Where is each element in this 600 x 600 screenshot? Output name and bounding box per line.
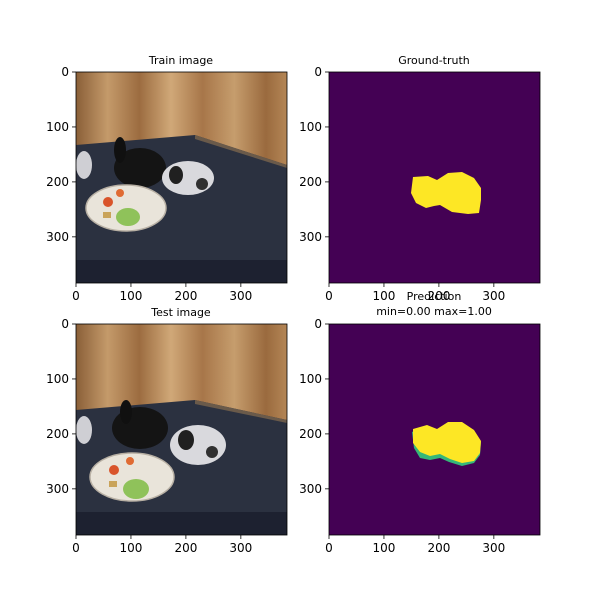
x-tick-label: 300 [482,289,505,303]
y-tick-label: 100 [46,120,69,134]
x-tick-label: 0 [325,541,333,555]
x-tick-label: 200 [174,289,197,303]
x-tick-label: 0 [72,289,80,303]
x-tick-label: 300 [229,541,252,555]
white-rabbit-left [76,151,92,179]
y-tick-label: 200 [299,427,322,441]
y-tick-label: 0 [314,65,322,79]
axes-frame [328,71,541,284]
y-tick-label: 300 [46,230,69,244]
panel-subtitle: min=0.00 max=1.00 [376,305,492,318]
spotted-rabbit [170,425,226,465]
x-tick-label: 0 [72,541,80,555]
axis-ticks: 0010010020020030030000100100200200300300… [46,65,505,555]
tomato [109,465,119,475]
y-tick-label: 0 [61,65,69,79]
black-rabbit-ear [114,137,126,163]
y-tick-label: 0 [61,317,69,331]
black-rabbit-ear [120,400,132,424]
panel-title: Train image [148,54,213,67]
rug-border [195,135,287,168]
train-photo [76,72,287,283]
carrot [126,457,134,465]
panel-title: Prediction [407,290,462,303]
y-tick-label: 300 [299,482,322,496]
x-tick-label: 100 [119,289,142,303]
rabbit-spot [206,446,218,458]
y-tick-label: 200 [46,175,69,189]
ground-truth-panel: Ground-truth [328,54,541,284]
y-tick-label: 100 [299,120,322,134]
x-tick-label: 100 [372,541,395,555]
lettuce [116,208,140,226]
x-tick-label: 0 [325,289,333,303]
y-tick-label: 300 [46,482,69,496]
x-tick-label: 200 [174,541,197,555]
x-tick-label: 200 [427,541,450,555]
prediction-mask [413,422,481,463]
mask-background [329,72,540,283]
x-tick-label: 200 [427,289,450,303]
ground-truth-mask [411,172,481,214]
x-tick-label: 300 [482,541,505,555]
rug-shadow [76,260,287,283]
y-tick-label: 100 [299,372,322,386]
y-tick-label: 0 [314,317,322,331]
x-tick-label: 100 [119,541,142,555]
rug-border [195,400,287,423]
axes-frame [328,323,541,536]
prediction-panel: Prediction min=0.00 max=1.00 [328,290,541,536]
axes-frame [75,323,288,536]
lettuce [123,479,149,499]
y-tick-label: 100 [46,372,69,386]
panel-title: Test image [150,306,211,319]
black-rabbit [114,148,166,188]
test-photo [76,324,287,535]
rabbit-spot [169,166,183,184]
bread [109,481,117,487]
rabbit-spot [196,178,208,190]
bread [103,212,111,218]
y-tick-label: 300 [299,230,322,244]
axes-frame [75,71,288,284]
y-tick-label: 200 [46,427,69,441]
test-image-panel: Test image [75,306,288,536]
plate [85,184,167,232]
white-rabbit-left [76,416,92,444]
x-tick-label: 300 [229,289,252,303]
tomato [103,197,113,207]
y-tick-label: 200 [299,175,322,189]
rug-shadow [76,512,287,535]
panel-title: Ground-truth [398,54,470,67]
plate [89,452,175,502]
rabbit-spot [178,430,194,450]
train-image-panel: Train image [75,54,288,284]
carrot [116,189,124,197]
x-tick-label: 100 [372,289,395,303]
